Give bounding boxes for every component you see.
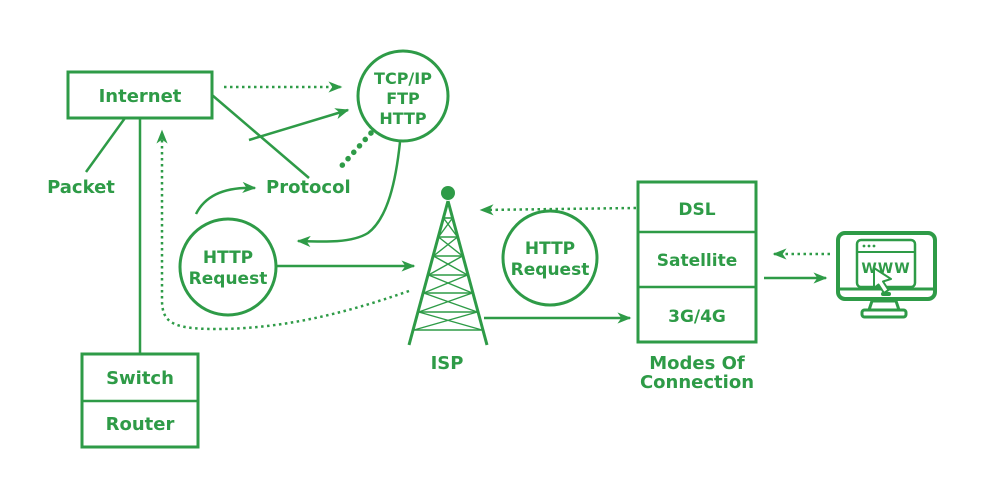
switch-router-node: Switch Router — [80, 352, 200, 449]
computer-monitor-icon: WWW — [836, 231, 937, 319]
tower-braces — [413, 217, 483, 331]
protocols-circle-node: TCP/IP FTP HTTP — [356, 49, 450, 143]
browser-dot-3 — [872, 244, 876, 248]
protocols-circle — [356, 49, 450, 143]
http-request-right-node: HTTP Request — [501, 209, 599, 307]
mode-3g4g-label: 3G/4G — [668, 307, 726, 327]
line-internet-to-protocol — [211, 94, 310, 179]
router-label: Router — [106, 414, 175, 435]
modes-of-connection-node: DSL Satellite 3G/4G Modes Of Connection — [636, 180, 758, 393]
monitor-stand-base — [860, 308, 908, 319]
antenna-ball — [441, 186, 455, 200]
modes-box — [636, 180, 758, 344]
http-request-left-circle — [178, 217, 278, 317]
internet-label: Internet — [99, 86, 182, 107]
protocols-line1: TCP/IP — [374, 69, 432, 88]
internet-node: Internet — [66, 70, 214, 120]
browser-dot-2 — [867, 244, 871, 248]
http-request-right-line1: HTTP — [525, 239, 575, 259]
browser-dot-1 — [862, 244, 866, 248]
protocols-line3: HTTP — [379, 109, 427, 128]
tower-left-leg — [407, 200, 450, 346]
isp-tower-icon — [407, 186, 489, 346]
protocol-label: Protocol — [266, 177, 351, 198]
curved-arrow-protocols-to-http-request — [296, 141, 402, 248]
tower-right-leg — [446, 200, 489, 346]
isp-label: ISP — [431, 353, 464, 374]
http-request-left-line2: Request — [189, 269, 268, 289]
internet-box — [66, 70, 214, 120]
monitor-frame — [836, 231, 937, 301]
http-request-left-node: HTTP Request — [178, 217, 278, 317]
connectors — [84, 81, 830, 354]
cursor-icon — [873, 267, 892, 294]
arrow-to-protocols-circle — [248, 108, 350, 142]
switch-label: Switch — [106, 368, 174, 389]
dotted-link-protocols-to-protocol — [335, 130, 374, 173]
mode-dsl-label: DSL — [678, 200, 715, 220]
packet-label: Packet — [47, 177, 115, 198]
http-request-right-line2: Request — [511, 260, 590, 280]
modes-caption-line1: Modes Of — [649, 353, 745, 374]
http-request-left-line1: HTTP — [203, 248, 253, 268]
http-request-right-circle — [501, 209, 599, 307]
line-internet-to-packet — [84, 117, 127, 173]
protocols-line2: FTP — [386, 89, 420, 108]
curved-arrow-to-protocol — [194, 181, 257, 215]
tower-rungs — [414, 217, 482, 331]
modes-caption-line2: Connection — [640, 372, 754, 393]
dotted-arrow-dsl-to-isp — [479, 204, 637, 216]
mode-satellite-label: Satellite — [657, 251, 738, 271]
